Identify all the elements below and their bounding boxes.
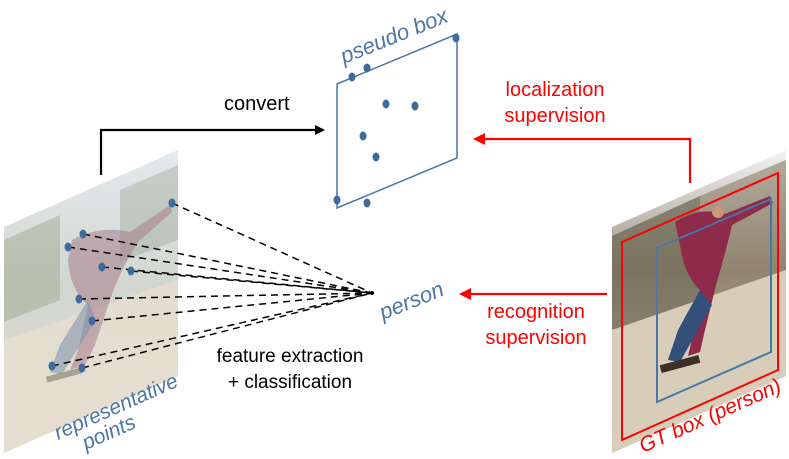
pseudo-point [363,198,371,208]
pseudo-point [452,33,460,43]
representative-points [48,198,176,373]
rep-point [98,262,106,272]
classification-label: + classification [228,372,352,393]
rep-point [127,266,135,276]
person-label: person [375,276,448,325]
recognition-supervision-label: supervision [485,327,586,349]
rep-point [48,361,56,371]
pseudo-point [359,131,367,141]
pseudo-box-points [333,33,460,208]
pseudo-point [411,101,419,111]
localization-arrow [473,133,692,183]
rep-point [168,198,176,208]
pseudo-point [348,72,356,82]
pseudo-box [336,32,458,210]
pseudo-point [372,152,380,162]
pseudo-point [333,195,341,205]
pseudo-point [363,63,371,73]
pseudo-box-label: pseudo box [336,2,453,69]
convert-label: convert [224,93,290,115]
gt-box-inner [656,197,772,404]
rep-point [75,294,83,304]
recognition-label: recognition [487,301,585,323]
convert-arrow [99,125,325,175]
rep-point [64,242,72,252]
rep-point [79,229,87,239]
right-photo-panel [612,150,786,453]
person-convergence-dot [370,291,374,295]
rep-point [78,363,86,373]
feature-dashed-lines [51,202,373,369]
left-photo-panel [4,150,178,453]
feature-extraction-label: feature extraction [217,346,364,367]
localization-label: localization [506,79,605,101]
gt-box-outer [621,171,779,442]
rep-point [88,316,96,326]
pseudo-point [382,99,390,109]
localization-supervision-label: supervision [504,105,605,127]
